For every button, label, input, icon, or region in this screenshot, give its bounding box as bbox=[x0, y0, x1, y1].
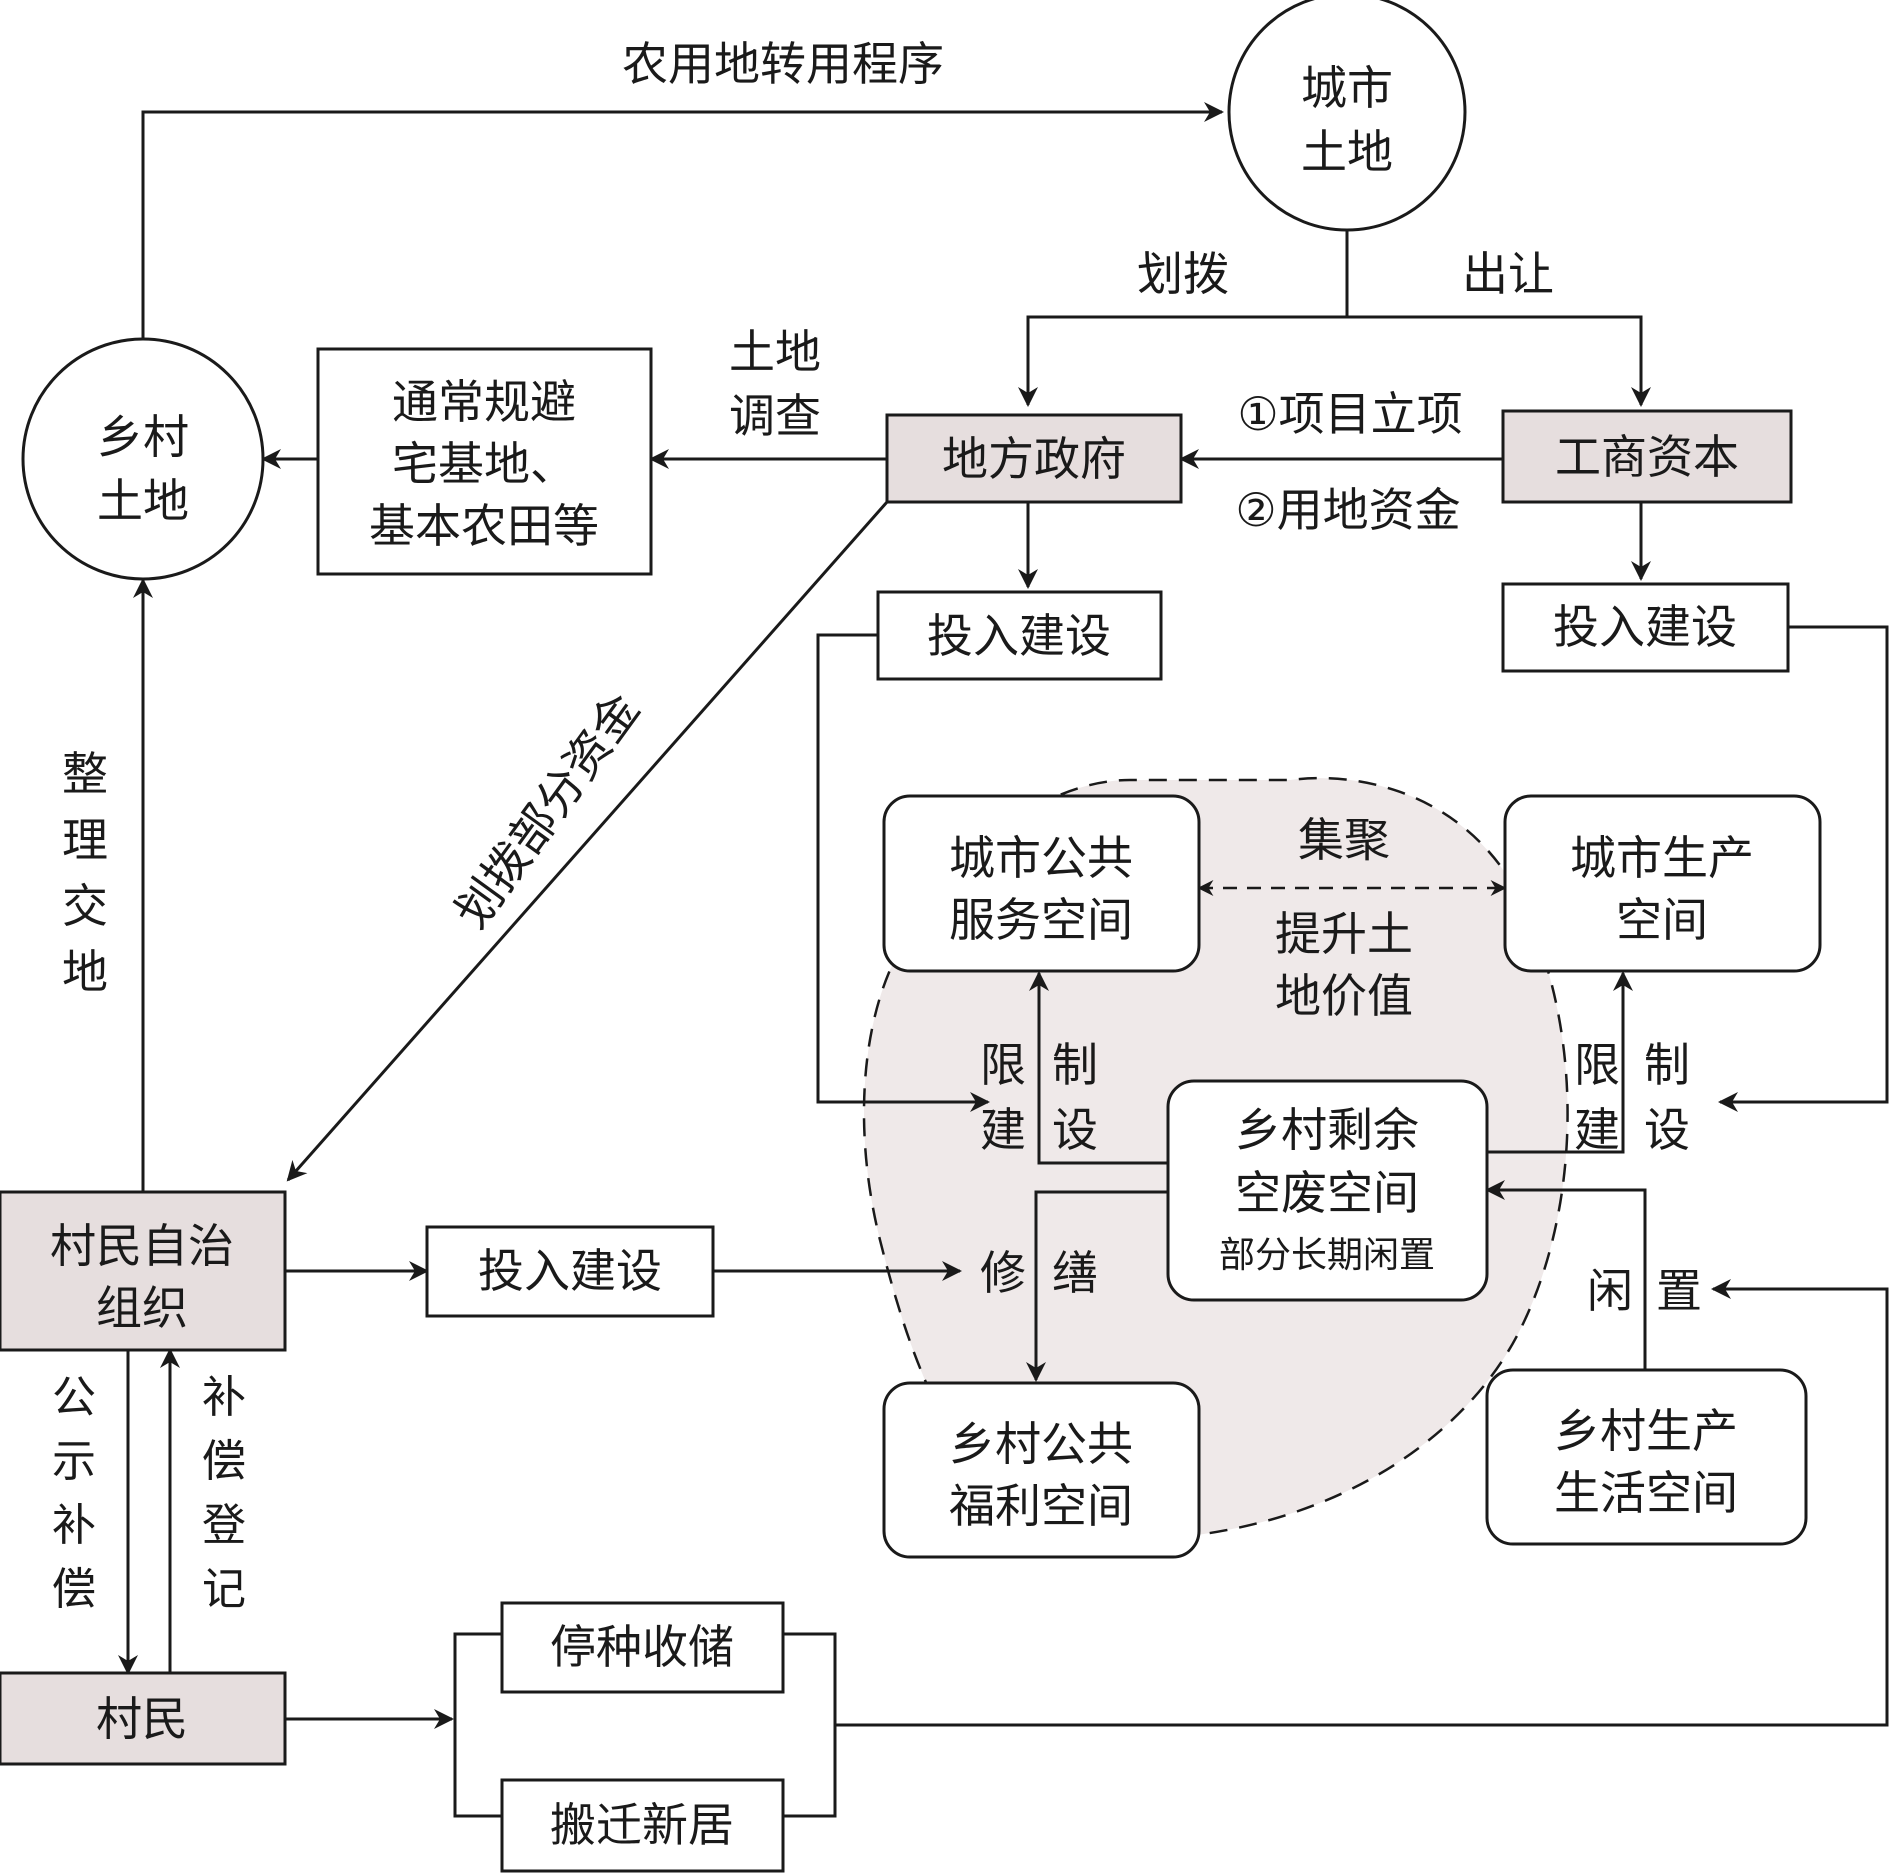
label-project-approval: ①项目立项 bbox=[1237, 387, 1462, 441]
label-raise-value-2: 地价值 bbox=[1275, 969, 1413, 1023]
edge-invest-biz-to-restrict bbox=[1718, 625, 1889, 1112]
label-restrict-right-3: 制 bbox=[1644, 1038, 1690, 1092]
label-consolidate-4: 地 bbox=[62, 945, 108, 999]
label-consolidate-1: 整 bbox=[62, 747, 108, 801]
avoid-label-3: 基本农田等 bbox=[369, 499, 599, 553]
business-capital-label: 工商资本 bbox=[1555, 430, 1739, 484]
label-restrict-left-3: 制 bbox=[1052, 1038, 1098, 1092]
edge-invest-gov-to-restrict bbox=[816, 633, 990, 1112]
rural-land-label-1: 乡村 bbox=[97, 410, 189, 464]
label-restrict-right-1: 限 bbox=[1574, 1038, 1620, 1092]
label-compensation-register-4: 记 bbox=[202, 1564, 246, 1615]
label-agglomerate: 集聚 bbox=[1298, 813, 1390, 867]
label-land-survey-1: 土地 bbox=[729, 325, 821, 379]
urban-production-label-2: 空间 bbox=[1616, 893, 1708, 947]
label-farmland-conversion: 农用地转用程序 bbox=[622, 37, 944, 91]
label-compensation-register-2: 偿 bbox=[202, 1436, 246, 1487]
label-repair-1: 修 bbox=[980, 1246, 1026, 1300]
avoid-label-1: 通常规避 bbox=[392, 375, 576, 429]
invest-construction-biz-box bbox=[1501, 582, 1790, 673]
rural-surplus-label-1: 乡村剩余 bbox=[1235, 1103, 1419, 1157]
urban-land-node bbox=[1227, 0, 1467, 232]
rural-surplus-label-3: 部分长期闲置 bbox=[1219, 1235, 1435, 1276]
rural-public-label-2: 福利空间 bbox=[949, 1479, 1133, 1533]
label-restrict-left-4: 设 bbox=[1052, 1103, 1098, 1157]
label-public-compensation-1: 公 bbox=[52, 1372, 96, 1423]
rural-surplus-label-2: 空废空间 bbox=[1235, 1166, 1419, 1220]
urban-public-service-box bbox=[882, 794, 1201, 973]
label-restrict-left-2: 建 bbox=[980, 1103, 1026, 1157]
label-compensation-register-3: 登 bbox=[202, 1500, 246, 1551]
village-org-box bbox=[0, 1190, 287, 1352]
urban-public-label-2: 服务空间 bbox=[949, 893, 1133, 947]
relocate-label: 搬迁新居 bbox=[550, 1798, 734, 1852]
label-consolidate-2: 理 bbox=[62, 813, 108, 867]
rural-public-welfare-box bbox=[882, 1381, 1201, 1559]
label-idle-2: 置 bbox=[1656, 1264, 1702, 1318]
rural-public-label-1: 乡村公共 bbox=[949, 1417, 1133, 1471]
rural-land-label-2: 土地 bbox=[97, 474, 189, 528]
urban-land-label-1: 城市 bbox=[1301, 61, 1393, 115]
rural-surplus-space-box bbox=[1166, 1079, 1489, 1302]
business-capital-box bbox=[1501, 409, 1793, 504]
invest-gov-label: 投入建设 bbox=[927, 609, 1111, 663]
invest-village-label: 投入建设 bbox=[478, 1244, 662, 1298]
edge-surplus-to-urban-public bbox=[1029, 971, 1168, 1165]
rural-land-node bbox=[21, 337, 265, 581]
label-allocate: 划拨 bbox=[1137, 247, 1229, 301]
stop-farming-label: 停种收储 bbox=[550, 1620, 734, 1674]
label-public-compensation-4: 偿 bbox=[52, 1564, 96, 1615]
label-transfer: 出让 bbox=[1462, 247, 1554, 301]
invest-construction-gov-box bbox=[876, 590, 1163, 681]
label-land-survey-2: 调查 bbox=[729, 389, 821, 443]
edge-actions-to-idle bbox=[835, 1279, 1889, 1727]
urban-production-label-1: 城市生产 bbox=[1570, 831, 1754, 885]
stop-farming-box bbox=[500, 1601, 785, 1694]
edge-rural-production-to-surplus bbox=[1485, 1180, 1647, 1370]
label-public-compensation-3: 补 bbox=[52, 1500, 96, 1551]
label-restrict-left-1: 限 bbox=[980, 1038, 1026, 1092]
villagers-box bbox=[0, 1671, 287, 1766]
avoid-homestead-box bbox=[316, 347, 653, 576]
village-org-label-2: 组织 bbox=[96, 1281, 188, 1335]
local-government-label: 地方政府 bbox=[942, 432, 1126, 486]
label-restrict-right-4: 设 bbox=[1644, 1103, 1690, 1157]
label-raise-value-1: 提升土 bbox=[1275, 907, 1413, 961]
local-government-box bbox=[885, 413, 1183, 504]
urban-production-box bbox=[1503, 794, 1822, 973]
edge-surplus-to-rural-public bbox=[1026, 1190, 1168, 1382]
label-allocate-funds: 划拨部分资金 bbox=[444, 683, 650, 938]
label-repair-2: 缮 bbox=[1052, 1246, 1098, 1300]
invest-construction-village-box bbox=[425, 1225, 715, 1318]
edge-farmland-conversion bbox=[141, 102, 1224, 338]
edge-allocate-funds bbox=[286, 501, 889, 1182]
edge-transfer bbox=[1347, 315, 1651, 407]
invest-biz-label: 投入建设 bbox=[1553, 600, 1737, 654]
rural-production-living-box bbox=[1485, 1368, 1808, 1546]
label-restrict-right-2: 建 bbox=[1574, 1103, 1620, 1157]
villagers-label: 村民 bbox=[96, 1692, 188, 1746]
rural-production-label-2: 生活空间 bbox=[1554, 1466, 1738, 1520]
urban-public-label-1: 城市公共 bbox=[949, 831, 1133, 885]
bracket-right bbox=[783, 1632, 837, 1818]
rural-production-label-1: 乡村生产 bbox=[1554, 1404, 1738, 1458]
label-idle-1: 闲 bbox=[1587, 1264, 1633, 1318]
label-public-compensation-2: 示 bbox=[52, 1436, 96, 1487]
relocate-box bbox=[500, 1778, 785, 1873]
label-land-funds: ②用地资金 bbox=[1235, 483, 1460, 537]
edge-allocate bbox=[1018, 315, 1347, 407]
label-compensation-register-1: 补 bbox=[202, 1372, 246, 1423]
edge-surplus-to-urban-production bbox=[1487, 971, 1633, 1154]
bracket-left bbox=[453, 1632, 502, 1818]
village-org-label-1: 村民自治 bbox=[50, 1219, 234, 1273]
urban-land-label-2: 土地 bbox=[1301, 125, 1393, 179]
avoid-label-2: 宅基地、 bbox=[392, 437, 576, 491]
label-consolidate-3: 交 bbox=[62, 879, 108, 933]
